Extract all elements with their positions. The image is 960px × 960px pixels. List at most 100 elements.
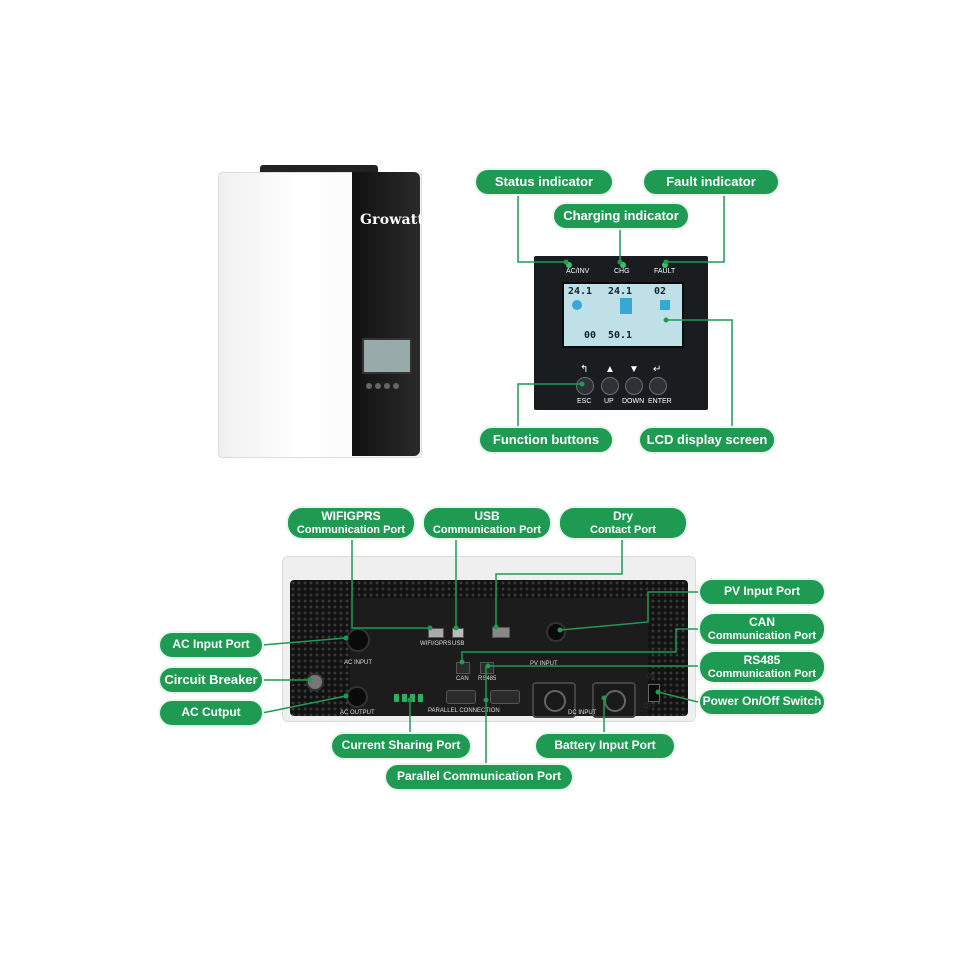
inverter-mini-lcd <box>362 338 412 374</box>
callout-circuit-breaker: Circuit Breaker <box>160 668 262 692</box>
callout-subtext: Communication Port <box>432 523 542 536</box>
inverter-mini-buttons <box>366 376 406 389</box>
down-label: DOWN <box>622 398 645 405</box>
callout-text: Current Sharing Port <box>341 738 461 753</box>
indicator-label-ac-inv: AC/INV <box>566 268 590 275</box>
down-button[interactable] <box>625 377 643 395</box>
lcd-value-top-mid: 24.1 <box>608 286 633 297</box>
line-wifigprs <box>351 522 430 629</box>
callout-ac-input: AC Input Port <box>160 633 262 657</box>
lcd-value-top-right: 02 <box>654 286 667 297</box>
callout-lcd-display-screen: LCD display screen <box>640 428 774 452</box>
status-led-icon <box>566 262 572 268</box>
esc-label: ESC <box>577 398 592 405</box>
rear-label-wifigprs: WIFI/GPRS <box>420 641 452 647</box>
parallel-db9-port-1 <box>446 690 476 704</box>
esc-arrow-icon: ↰ <box>580 364 589 375</box>
line-status-indicator <box>517 182 566 263</box>
line-fault-indicator <box>666 182 725 263</box>
callout-text: Dry <box>612 509 633 524</box>
callout-ac-output: AC Cutput <box>160 701 262 725</box>
callout-text: Battery Input Port <box>554 738 656 753</box>
current-sharing-terminal <box>402 694 407 702</box>
callout-text: Function buttons <box>492 431 600 447</box>
callout-subtext: Communication Port <box>707 629 817 642</box>
lcd-battery-icon <box>620 298 632 314</box>
rear-label-off: OFF <box>644 704 656 710</box>
rear-label-dc-input: DC INPUT <box>568 710 597 716</box>
current-sharing-terminal <box>410 694 415 702</box>
lcd-value-top-left: 24.1 <box>568 286 593 297</box>
callout-subtext: Communication Port <box>707 667 817 680</box>
parallel-db9-port-2 <box>490 690 520 704</box>
lcd-value-bottom-left: 00 <box>584 330 597 341</box>
indicator-label-fault: FAULT <box>654 268 676 275</box>
rear-label-rs485: RS485 <box>478 676 497 682</box>
callout-text: Fault indicator <box>666 173 756 189</box>
callout-text: Parallel Communication Port <box>396 769 562 784</box>
callout-text: LCD display screen <box>646 431 768 447</box>
current-sharing-terminal <box>418 694 423 702</box>
callout-text: AC Cutput <box>181 705 241 720</box>
up-arrow-icon: ▲ <box>605 364 615 375</box>
callout-power-switch: Power On/Off Switch <box>700 690 824 714</box>
lcd-home-icon <box>660 300 670 310</box>
fault-led-icon <box>662 262 668 268</box>
line-lcd-display <box>666 319 733 440</box>
callout-battery-input: Battery Input Port <box>536 734 674 758</box>
callout-status-indicator: Status indicator <box>476 170 612 194</box>
callout-text: Status indicator <box>494 173 594 189</box>
callout-text: AC Input Port <box>172 637 250 652</box>
current-sharing-terminal <box>394 694 399 702</box>
line-can <box>461 628 698 662</box>
inverter-front-black-panel <box>352 172 420 456</box>
up-button[interactable] <box>601 377 619 395</box>
rear-label-parallel: PARALLEL CONNECTION <box>428 708 500 714</box>
callout-charging-indicator: Charging indicator <box>554 204 688 228</box>
brand-logo: Growatt <box>360 212 424 228</box>
charging-led-icon <box>620 262 626 268</box>
down-arrow-icon: ▼ <box>629 364 639 375</box>
line-ac-output <box>261 695 347 714</box>
line-dry-contact <box>495 522 623 627</box>
pv-input-connector <box>546 622 566 642</box>
rear-label-pv-input: PV INPUT <box>530 661 558 667</box>
line-ac-input <box>261 637 347 646</box>
lcd-source-icon <box>572 300 582 310</box>
callout-text: CAN <box>749 615 775 630</box>
callout-function-buttons: Function buttons <box>480 428 612 452</box>
callout-text: Charging indicator <box>563 207 679 223</box>
callout-text: PV Input Port <box>724 584 800 599</box>
callout-text: RS485 <box>743 653 781 668</box>
callout-subtext: Communication Port <box>296 523 406 536</box>
callout-text: Power On/Off Switch <box>702 694 822 709</box>
up-label: UP <box>604 398 614 405</box>
rear-label-on: ON <box>646 674 655 680</box>
battery-input-connector-2 <box>592 682 636 718</box>
callout-text: WIFIGPRS <box>321 509 381 524</box>
line-power-switch <box>657 691 699 703</box>
inverter-top-bracket <box>260 165 378 175</box>
rear-label-ac-output: AC OUTPUT <box>340 710 375 716</box>
lcd-display <box>562 282 684 348</box>
indicator-label-chg: CHG <box>614 268 630 275</box>
callout-parallel-comm: Parallel Communication Port <box>386 765 572 789</box>
enter-button[interactable] <box>649 377 667 395</box>
callout-text: Circuit Breaker <box>164 671 258 687</box>
callout-fault-indicator: Fault indicator <box>644 170 778 194</box>
enter-arrow-icon: ↵ <box>653 364 662 375</box>
line-pv-input <box>559 591 698 631</box>
callout-subtext: Contact Port <box>590 523 656 536</box>
rear-label-can: CAN <box>456 676 469 682</box>
dry-contact-port <box>492 627 510 638</box>
enter-label: ENTER <box>648 398 672 405</box>
rear-label-ac-input: AC INPUT <box>344 660 373 666</box>
line-function-buttons <box>517 383 582 440</box>
esc-button[interactable] <box>576 377 594 395</box>
callout-pv-input: PV Input Port <box>700 580 824 604</box>
